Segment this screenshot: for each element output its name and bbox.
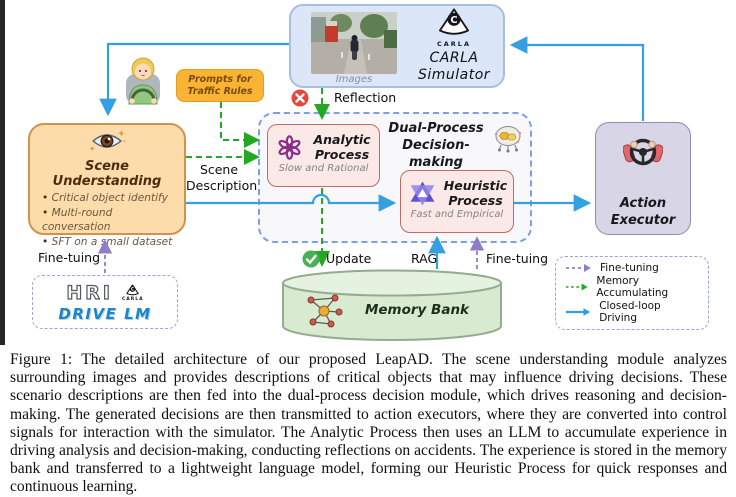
analytic-process-box: Analytic Process Slow and Rational bbox=[267, 124, 380, 187]
legend-row-closed-loop: Closed-loop Driving bbox=[565, 300, 699, 324]
memory-bank-title: Memory Bank bbox=[364, 302, 470, 318]
driver-avatar-icon bbox=[119, 56, 167, 112]
reflection-label: Reflection bbox=[331, 90, 400, 105]
scene-desc-line2: Description bbox=[186, 177, 258, 193]
action-executor-box: Action Executor bbox=[595, 122, 691, 235]
arrow-executor-to-carla bbox=[509, 36, 645, 121]
brain-icon bbox=[492, 123, 524, 159]
analytic-title-line2: Process bbox=[314, 147, 370, 162]
action-title-line2: Executor bbox=[610, 213, 676, 228]
scene-bullet-list: Critical object identify Multi-round con… bbox=[30, 189, 184, 249]
scene-understanding-box: Scene Understanding Critical object iden… bbox=[28, 123, 186, 248]
update-label: Update bbox=[326, 251, 372, 266]
steering-wheel-icon bbox=[622, 138, 664, 166]
architecture-diagram: Images C CARLA CARLA Simulator Prompts f… bbox=[0, 0, 736, 352]
action-executor-title: Action Executor bbox=[596, 195, 690, 229]
fine-tuning-mid-label: Fine-tuing bbox=[486, 251, 549, 266]
carla-logo-small-icon: C CARLA bbox=[122, 284, 144, 302]
svg-text:C: C bbox=[131, 286, 134, 291]
images-label: Images bbox=[335, 74, 373, 85]
check-icon bbox=[302, 250, 320, 272]
analytic-title-line1: Analytic bbox=[313, 132, 371, 147]
cross-icon bbox=[291, 89, 309, 111]
prompts-line2: Traffic Rules bbox=[187, 85, 253, 97]
memory-accumulating-arrow-icon bbox=[565, 283, 588, 291]
fine-tuning-left-label: Fine-tuing bbox=[38, 250, 101, 265]
lightweight-model-icon bbox=[410, 181, 435, 205]
scene-bullet: Critical object identify bbox=[42, 191, 180, 206]
driving-scene-image bbox=[311, 12, 397, 74]
scene-bullet: Multi-round conversation bbox=[42, 206, 180, 235]
carla-title-line1: CARLA bbox=[429, 50, 479, 66]
carla-brand: C CARLA CARLA Simulator bbox=[407, 8, 501, 84]
legend-row-fine-tuning: Fine-tuning bbox=[565, 262, 699, 274]
legend-label: Closed-loop Driving bbox=[599, 300, 661, 324]
prompts-traffic-rules-box: Prompts for Traffic Rules bbox=[176, 69, 264, 102]
prompts-line1: Prompts for bbox=[188, 74, 252, 85]
carla-title-line2: Simulator bbox=[417, 67, 491, 83]
scene-desc-line1: Scene bbox=[199, 162, 239, 177]
dual-title-line2: Decision-making bbox=[402, 138, 470, 170]
arrow-prompts-to-analytic bbox=[220, 102, 260, 148]
fine-tuning-arrow-icon bbox=[566, 264, 591, 272]
left-edge-artifact bbox=[0, 0, 5, 345]
legend-row-memory-accumulating: Memory Accumulating bbox=[565, 275, 699, 299]
pretrain-datasets-box: HRI C CARLA DRIVE LM bbox=[32, 275, 178, 329]
drivelm-logo: DRIVE LM bbox=[58, 304, 152, 323]
analytic-subtitle: Slow and Rational bbox=[278, 163, 369, 174]
legend: Fine-tuning Memory Accumulating Closed-l… bbox=[555, 256, 709, 330]
scene-bullet: SFT on a small dataset bbox=[42, 235, 180, 250]
carla-simulator-box: Images C CARLA CARLA Simulator bbox=[289, 4, 505, 88]
driving-scene-art bbox=[311, 12, 397, 74]
heuristic-title-line1: Heuristic bbox=[443, 178, 508, 193]
action-title-line1: Action bbox=[619, 196, 667, 211]
closed-loop-arrow-icon bbox=[565, 308, 591, 316]
svg-text:C: C bbox=[450, 15, 457, 26]
heuristic-title: Heuristic Process bbox=[442, 178, 509, 208]
heuristic-title-line2: Process bbox=[448, 193, 503, 208]
carla-logo-word: CARLA bbox=[437, 40, 471, 48]
dual-title-line1: Dual-Process bbox=[388, 121, 484, 136]
rag-label: RAG bbox=[411, 251, 438, 266]
openai-icon bbox=[278, 134, 301, 160]
carla-logo-small-word: CARLA bbox=[122, 296, 144, 302]
memory-network-icon bbox=[303, 292, 345, 334]
analytic-title: Analytic Process bbox=[309, 132, 375, 162]
hri-logo: HRI bbox=[66, 281, 113, 304]
figure-caption: Figure 1: The detailed architecture of o… bbox=[10, 351, 727, 496]
legend-label: Fine-tuning bbox=[600, 262, 659, 274]
heuristic-process-box: Heuristic Process Fast and Empirical bbox=[400, 170, 514, 233]
dual-process-title: Dual-Process Decision-making bbox=[382, 120, 490, 171]
legend-label: Memory Accumulating bbox=[596, 275, 669, 299]
scene-description-label: Scene Description bbox=[186, 162, 258, 193]
memory-bank: Memory Bank bbox=[281, 268, 503, 346]
carla-logo-icon: C bbox=[439, 8, 469, 35]
eye-icon bbox=[89, 130, 127, 151]
heuristic-subtitle: Fast and Empirical bbox=[410, 209, 504, 220]
scene-understanding-title: Scene Understanding bbox=[52, 159, 162, 189]
